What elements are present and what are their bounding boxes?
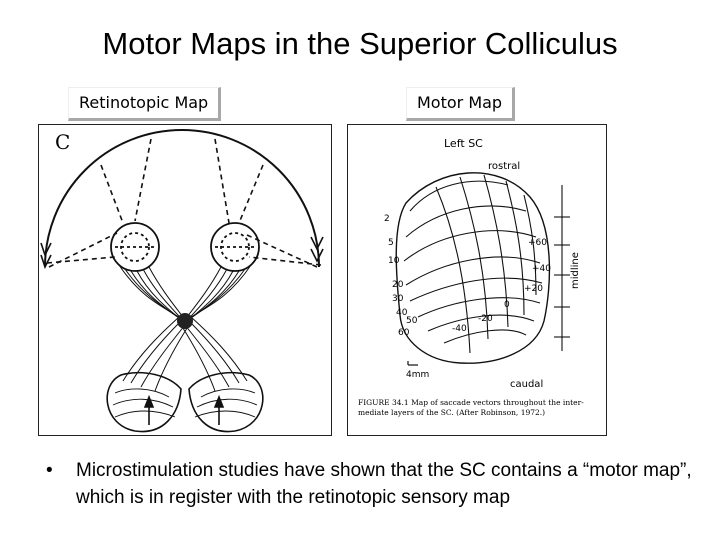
svg-text:5: 5 xyxy=(388,238,394,248)
bullet-symbol: • xyxy=(46,460,53,481)
svg-text:-20: -20 xyxy=(478,314,493,324)
svg-text:30: 30 xyxy=(392,294,404,304)
motor-map-figure: Left SC rostral caudal midline 2 5 xyxy=(347,124,607,436)
svg-text:-40: -40 xyxy=(452,324,467,334)
slide-title: Motor Maps in the Superior Colliculus xyxy=(102,26,618,61)
scale-label: 4mm xyxy=(406,370,429,380)
scale-bar xyxy=(407,361,418,366)
svg-text:60: 60 xyxy=(398,328,410,338)
collicular-arrows xyxy=(143,394,225,425)
svg-text:0: 0 xyxy=(504,300,510,310)
svg-text:50: 50 xyxy=(406,316,418,326)
svg-text:2: 2 xyxy=(384,214,390,224)
direction-contours xyxy=(435,174,537,354)
retinotopic-map-figure: C xyxy=(38,124,332,436)
svg-text:+20: +20 xyxy=(524,284,543,294)
midline-axis xyxy=(554,185,570,351)
projection-rays xyxy=(46,138,322,268)
arc-arrows xyxy=(40,236,324,270)
bullet-text: Microstimulation studies have shown that… xyxy=(76,460,692,508)
sc-outline xyxy=(395,172,551,364)
direction-labels: +60 +40 +20 0 -20 -40 xyxy=(452,238,551,334)
caption-line-2: mediate layers of the SC. (After Robinso… xyxy=(358,408,545,417)
retinotopic-diagram: C xyxy=(40,129,324,433)
svg-text:20: 20 xyxy=(392,280,404,290)
caudal-label: caudal xyxy=(510,379,543,390)
rostral-label: rostral xyxy=(488,161,520,172)
panel-letter-c: C xyxy=(55,130,70,154)
chiasm xyxy=(177,313,193,329)
collicular-fibers xyxy=(112,388,258,418)
midline-label: midline xyxy=(570,252,581,289)
svg-text:+40: +40 xyxy=(532,264,551,274)
colliculi xyxy=(106,371,264,433)
svg-text:10: 10 xyxy=(388,256,400,266)
amplitude-labels: 2 5 10 20 30 40 50 60 xyxy=(384,214,418,338)
retinotopic-map-label: Retinotopic Map xyxy=(68,87,222,121)
svg-text:+60: +60 xyxy=(528,238,547,248)
visual-field-arc xyxy=(44,129,320,268)
motor-map-diagram: Left SC rostral caudal midline 2 5 xyxy=(358,137,584,417)
svg-text:40: 40 xyxy=(396,308,408,318)
eyes xyxy=(110,222,260,272)
amplitude-contours xyxy=(403,180,543,344)
caption-line-1: FIGURE 34.1 Map of saccade vectors throu… xyxy=(358,398,584,407)
left-sc-header: Left SC xyxy=(444,137,483,150)
motor-map-label: Motor Map xyxy=(406,87,516,121)
